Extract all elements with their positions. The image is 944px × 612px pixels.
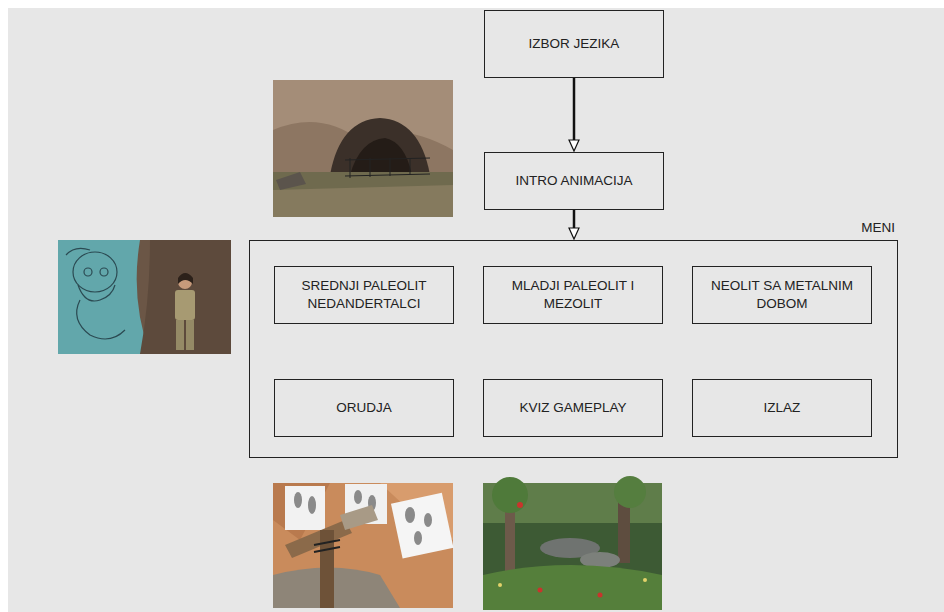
- menu-item-box: MLADJI PALEOLIT I MEZOLIT: [483, 266, 663, 324]
- garden-photo: [483, 476, 662, 610]
- tools-photo: [273, 483, 453, 608]
- page-ground: [8, 8, 944, 612]
- box-label: IZLAZ: [764, 399, 801, 417]
- flow-arrow: [573, 210, 576, 228]
- menu-item-box: NEOLIT SA METALNIM DOBOM: [692, 266, 872, 324]
- cave-photo: [273, 80, 453, 217]
- guide-photo: [58, 240, 231, 354]
- menu-item-box: IZLAZ: [692, 379, 872, 437]
- menu-item-box: ORUDJA: [274, 379, 454, 437]
- box-label: INTRO ANIMACIJA: [515, 172, 632, 190]
- box-label: ORUDJA: [336, 399, 392, 417]
- menu-group: MENISREDNJI PALEOLIT NEDANDERTALCIMLADJI…: [249, 240, 898, 458]
- process-box: INTRO ANIMACIJA: [484, 152, 664, 210]
- box-label: SREDNJI PALEOLIT NEDANDERTALCI: [289, 277, 439, 313]
- box-label: NEOLIT SA METALNIM DOBOM: [707, 277, 857, 313]
- menu-item-box: KVIZ GAMEPLAY: [483, 379, 663, 437]
- group-heading: MENI: [861, 220, 895, 235]
- box-label: IZBOR JEZIKA: [529, 35, 620, 53]
- flow-arrow: [573, 78, 576, 140]
- box-label: KVIZ GAMEPLAY: [519, 399, 626, 417]
- process-box: IZBOR JEZIKA: [484, 10, 664, 78]
- box-label: MLADJI PALEOLIT I MEZOLIT: [498, 277, 648, 313]
- menu-item-box: SREDNJI PALEOLIT NEDANDERTALCI: [274, 266, 454, 324]
